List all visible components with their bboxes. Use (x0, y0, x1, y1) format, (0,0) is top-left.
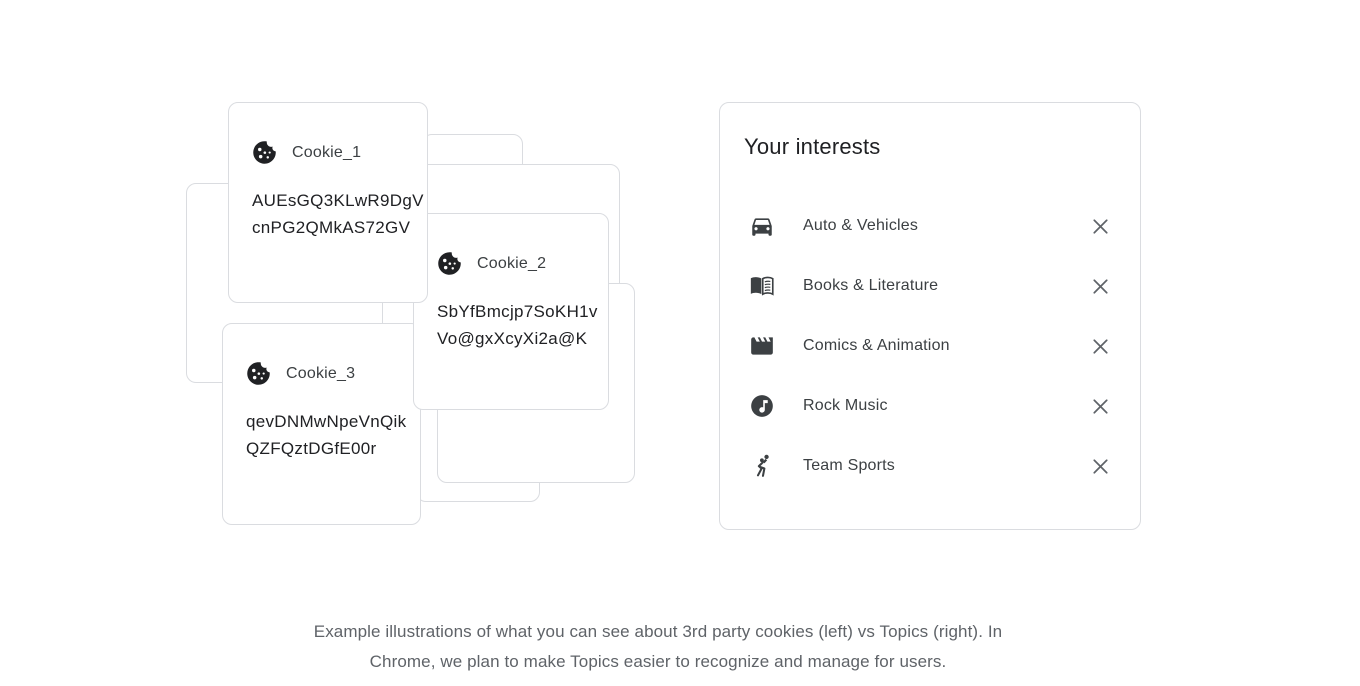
close-icon[interactable] (1089, 215, 1112, 238)
close-icon[interactable] (1089, 275, 1112, 298)
cookie-card-header: Cookie_1 (251, 139, 361, 166)
interest-row-team-sports: Team Sports (720, 436, 1140, 496)
interest-label: Rock Music (803, 397, 888, 414)
your-interests-panel: Your interests Auto & Vehicles Books & L… (719, 102, 1141, 530)
clapperboard-icon (749, 333, 775, 359)
interest-label: Auto & Vehicles (803, 217, 919, 234)
cookie-id-line: qevDNMwNpeVnQik (246, 412, 407, 431)
interest-label: Comics & Animation (803, 337, 950, 354)
cookie-card-title: Cookie_1 (292, 143, 362, 161)
close-icon[interactable] (1089, 335, 1112, 358)
interest-row-books-literature: Books & Literature (720, 256, 1140, 316)
cookie-icon (251, 139, 278, 166)
close-icon[interactable] (1089, 395, 1112, 418)
cookie-card-title: Cookie_3 (286, 364, 356, 382)
cookie-card-title: Cookie_2 (477, 254, 547, 272)
close-icon[interactable] (1089, 455, 1112, 478)
panel-title: Your interests (744, 134, 881, 159)
cookie-id-value: qevDNMwNpeVnQik QZFQztDGfE00r (246, 408, 406, 462)
interest-row-auto-vehicles: Auto & Vehicles (720, 196, 1140, 256)
cookie-card-3: Cookie_3 qevDNMwNpeVnQik QZFQztDGfE00r (222, 323, 421, 525)
cookie-id-line: SbYfBmcjp7SoKH1v (437, 302, 598, 321)
interest-row-comics-animation: Comics & Animation (720, 316, 1140, 376)
cookie-id-value: AUEsGQ3KLwR9DgV cnPG2QMkAS72GV (252, 187, 424, 241)
figure-caption: Example illustrations of what you can se… (158, 617, 1158, 677)
interest-row-rock-music: Rock Music (720, 376, 1140, 436)
cookie-card-2: Cookie_2 SbYfBmcjp7SoKH1v Vo@gxXcyXi2a@K (413, 213, 609, 410)
caption-line-2: Chrome, we plan to make Topics easier to… (369, 652, 947, 671)
cookie-card-header: Cookie_2 (436, 250, 546, 277)
cookie-icon (245, 360, 272, 387)
cookie-icon (436, 250, 463, 277)
caption-line-1: Example illustrations of what you can se… (313, 622, 1003, 641)
cookie-card-header: Cookie_3 (245, 360, 355, 387)
cookie-id-line: QZFQztDGfE00r (246, 439, 377, 458)
cookie-id-line: cnPG2QMkAS72GV (252, 218, 411, 237)
handball-player-icon (749, 453, 775, 479)
car-icon (749, 213, 775, 239)
interest-label: Team Sports (803, 457, 896, 474)
interest-list: Auto & Vehicles Books & Literature Com (720, 196, 1140, 496)
cookie-id-value: SbYfBmcjp7SoKH1v Vo@gxXcyXi2a@K (437, 298, 598, 352)
cookie-id-line: AUEsGQ3KLwR9DgV (252, 191, 424, 210)
open-book-icon (749, 273, 775, 299)
cookie-card-1: Cookie_1 AUEsGQ3KLwR9DgV cnPG2QMkAS72GV (228, 102, 428, 303)
interest-label: Books & Literature (803, 277, 939, 294)
cookie-id-line: Vo@gxXcyXi2a@K (437, 329, 588, 348)
music-note-icon (749, 393, 775, 419)
